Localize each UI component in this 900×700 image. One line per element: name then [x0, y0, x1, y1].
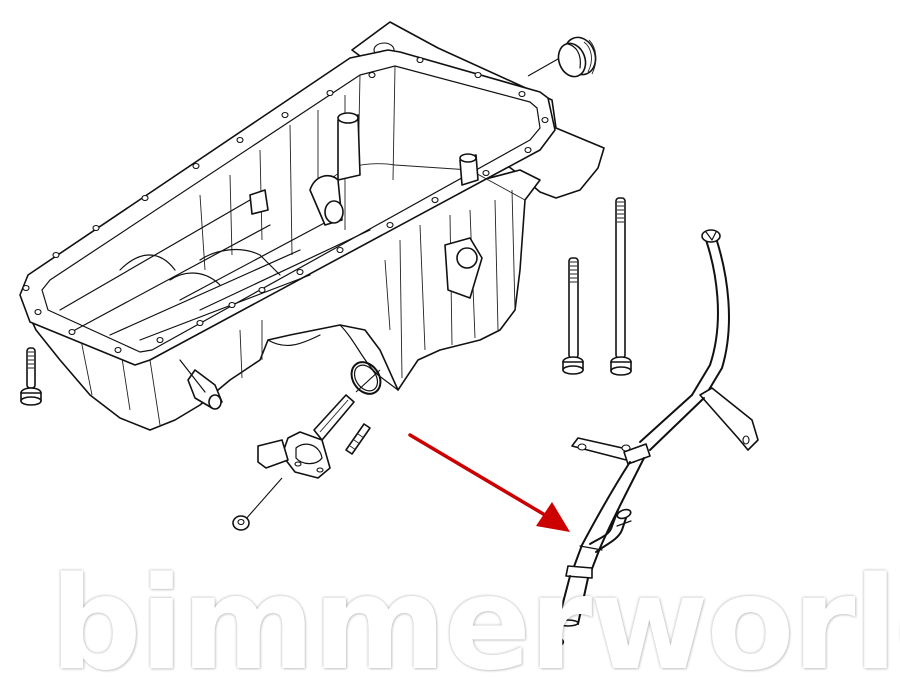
- oil-level-sensor: [257, 394, 355, 479]
- short-bolt: [20, 347, 42, 406]
- sealing-plug: [527, 36, 597, 78]
- dipstick-guide-tube: [557, 229, 759, 627]
- o-ring: [350, 361, 382, 395]
- tube-seal: [547, 636, 565, 648]
- stud: [345, 423, 371, 455]
- sensor-nut: [232, 477, 283, 531]
- long-bolt: [610, 197, 632, 376]
- oil-pan: [19, 21, 605, 431]
- rim-bolt-holes: [22, 56, 549, 354]
- highlight-arrow: [408, 433, 570, 532]
- medium-bolt: [562, 257, 584, 375]
